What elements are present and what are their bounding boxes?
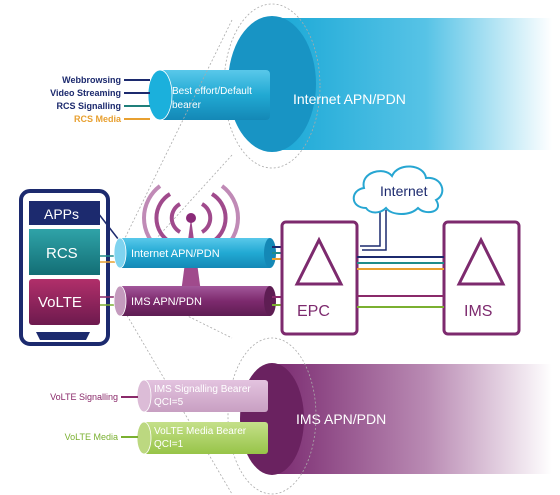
zoom-connector-top-1 xyxy=(124,19,233,239)
apps-label: APPs xyxy=(44,206,79,222)
bottom-pdn-label: IMS APN/PDN xyxy=(296,411,386,427)
ims-pipe: IMS APN/PDN xyxy=(113,285,276,317)
flow-label-webbrowsing: Webbrowsing xyxy=(62,75,121,85)
internet-pipe-label: Internet APN/PDN xyxy=(131,248,220,260)
ims-label: IMS xyxy=(464,303,492,320)
signalling-bearer-face xyxy=(136,379,152,413)
volte-block xyxy=(29,279,100,325)
volte-label: VoLTE xyxy=(38,294,82,311)
ims-pipe-label: IMS APN/PDN xyxy=(131,296,202,308)
top-bearer-pipe xyxy=(160,70,270,120)
media-bearer-label-1: VoLTE Media Bearer xyxy=(154,426,247,437)
flow-label-volte-signalling: VoLTE Signalling xyxy=(50,392,118,402)
rcs-block xyxy=(29,229,100,275)
epc-label: EPC xyxy=(297,303,330,320)
top-flow-lines xyxy=(124,79,150,120)
top-pdn-band xyxy=(272,18,552,150)
ims-triangle-icon xyxy=(456,236,506,286)
internet-cloud-icon: Internet xyxy=(352,165,444,215)
top-bearer-label-2: bearer xyxy=(172,100,202,111)
phone-home-bar xyxy=(36,332,90,340)
ims-node: IMS xyxy=(442,220,521,336)
device-phone: APPs RCS VoLTE xyxy=(19,189,110,346)
cloud-label: Internet xyxy=(380,183,428,199)
media-bearer-pipe xyxy=(144,422,268,454)
top-pdn-group: Internet APN/PDN Best effort/Default bea… xyxy=(50,3,552,169)
signalling-bearer-pipe xyxy=(144,380,268,412)
flow-label-video: Video Streaming xyxy=(50,88,121,98)
bottom-pdn-face xyxy=(240,363,304,475)
epc-node: EPC xyxy=(280,220,359,336)
rcs-label: RCS xyxy=(46,245,78,262)
flow-label-volte-media: VoLTE Media xyxy=(65,432,118,442)
flow-label-rcs-media: RCS Media xyxy=(74,114,122,124)
top-zoom-ellipse xyxy=(223,3,321,169)
signalling-bearer-label-1: IMS Signalling Bearer xyxy=(154,384,251,395)
top-bearer-label-1: Best effort/Default xyxy=(172,86,252,97)
internet-pipe: Internet APN/PDN xyxy=(113,237,276,269)
bottom-pdn-band xyxy=(272,364,552,474)
epc-internet-line-1 xyxy=(360,210,381,247)
media-bearer-face xyxy=(136,421,152,455)
signalling-bearer-label-2: QCI=5 xyxy=(154,397,184,408)
epc-triangle-icon xyxy=(294,236,344,286)
top-pdn-label: Internet APN/PDN xyxy=(293,91,406,107)
apps-block xyxy=(29,201,100,225)
bottom-pdn-group: IMS APN/PDN IMS Signalling Bearer QCI=5 … xyxy=(50,337,552,495)
media-bearer-label-2: QCI=1 xyxy=(154,439,184,450)
flow-label-rcs-signalling: RCS Signalling xyxy=(56,101,121,111)
top-bearer-face xyxy=(147,69,173,121)
epc-internet-line-2 xyxy=(362,210,387,251)
bottom-zoom-ellipse xyxy=(227,337,317,495)
